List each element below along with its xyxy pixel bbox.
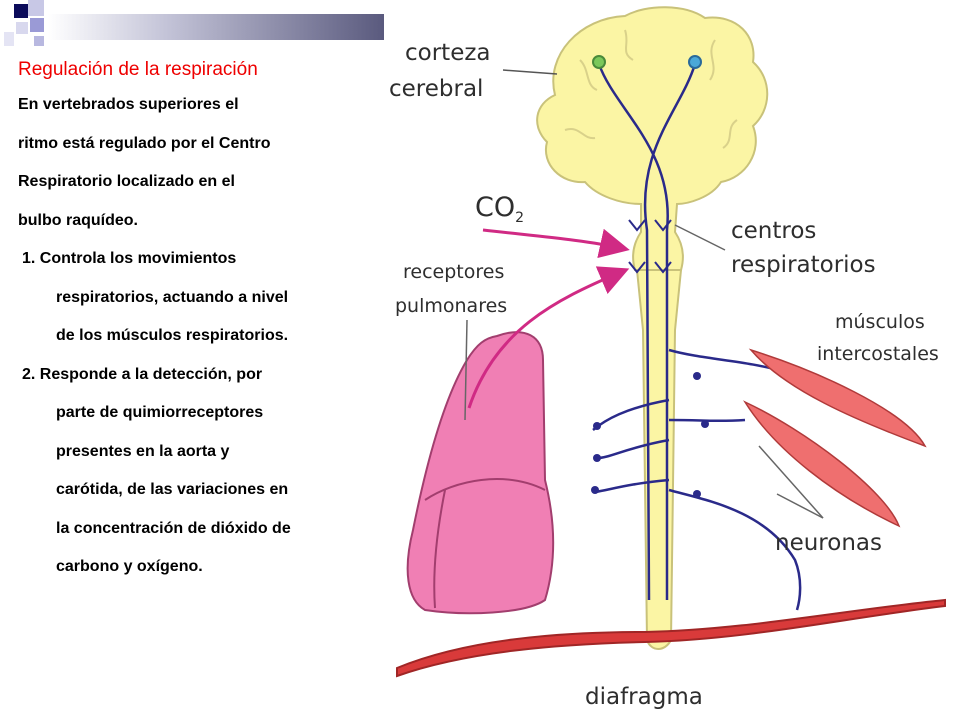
intro-line: ritmo está regulado por el Centro <box>18 134 271 152</box>
label-corteza: corteza <box>405 40 491 66</box>
neuron-cell-bodies <box>591 372 709 498</box>
label-intercostales: intercostales <box>817 343 939 365</box>
slide-text: Regulación de la respiración En vertebra… <box>18 58 388 587</box>
receptor-pointer <box>464 319 468 421</box>
list-item-line: presentes en la aorta y <box>56 442 230 460</box>
list-item-line: respiratorios, actuando a nivel <box>56 288 289 306</box>
lung-lobe-line <box>424 478 546 609</box>
list-item-line: parte de quimiorreceptores <box>56 404 264 421</box>
label-pulmonares: pulmonares <box>395 295 507 317</box>
respiratory-center-synapses <box>628 219 672 274</box>
label-co2-sub: 2 <box>515 210 524 226</box>
intercostal-muscle-top <box>748 348 927 448</box>
intro-paragraph: En vertebrados superiores el ritmo está … <box>18 86 388 240</box>
slide-logo-icon <box>0 0 44 46</box>
list-item: 1. Controla los movimientos respiratorio… <box>18 240 388 356</box>
nerve-fiber-right <box>643 63 697 601</box>
nerve-fiber-left <box>597 63 669 600</box>
respiration-diagram: corteza cerebral CO2 centros respiratori… <box>389 6 946 710</box>
title-bar-decoration <box>48 14 384 40</box>
label-centros: centros <box>731 218 816 244</box>
cortex-pointer <box>502 69 558 75</box>
spinal-cord-shape <box>635 269 683 650</box>
cortex-neuron-blue <box>688 55 702 69</box>
label-receptores: receptores <box>403 261 504 283</box>
cortex-neuron-green <box>592 55 606 69</box>
label-cerebral: cerebral <box>389 76 483 102</box>
co2-arrow <box>482 228 630 259</box>
intro-line: Respiratorio localizado en el <box>18 173 235 190</box>
label-neuronas: neuronas <box>775 530 882 556</box>
list-item-line: 1. Controla los movimientos <box>22 250 237 267</box>
label-co2-main: CO <box>475 192 515 223</box>
list-item: 2. Responde a la detección, por parte de… <box>18 356 388 587</box>
lung-shape <box>406 331 555 615</box>
intro-line: bulbo raquídeo. <box>18 211 138 229</box>
receptor-arrow <box>467 266 630 409</box>
list-item-line: 2. Responde a la detección, por <box>22 365 263 383</box>
intro-line: En vertebrados superiores el <box>18 96 239 113</box>
brain-fold-lines <box>564 29 738 149</box>
list-item-line: la concentración de dióxido de <box>56 519 291 537</box>
cerebral-cortex-shape <box>536 6 769 271</box>
list-item-line: carbono y oxígeno. <box>56 558 203 575</box>
slide-title: Regulación de la respiración <box>18 59 258 80</box>
diaphragm-shape <box>396 598 946 678</box>
list-item-line: carótida, de las variaciones en <box>56 481 289 498</box>
list-item-line: de los músculos respiratorios. <box>56 327 289 344</box>
neuron-pointer-2 <box>776 493 824 519</box>
efferent-neurons <box>592 348 802 611</box>
label-co2: CO2 <box>475 192 524 226</box>
neuron-pointer-1 <box>758 445 824 519</box>
intercostal-muscle-bottom <box>743 400 901 528</box>
centers-pointer-1 <box>674 224 726 251</box>
label-respiratorios: respiratorios <box>731 252 876 278</box>
label-musculos: músculos <box>835 311 925 333</box>
label-diafragma: diafragma <box>585 684 703 710</box>
